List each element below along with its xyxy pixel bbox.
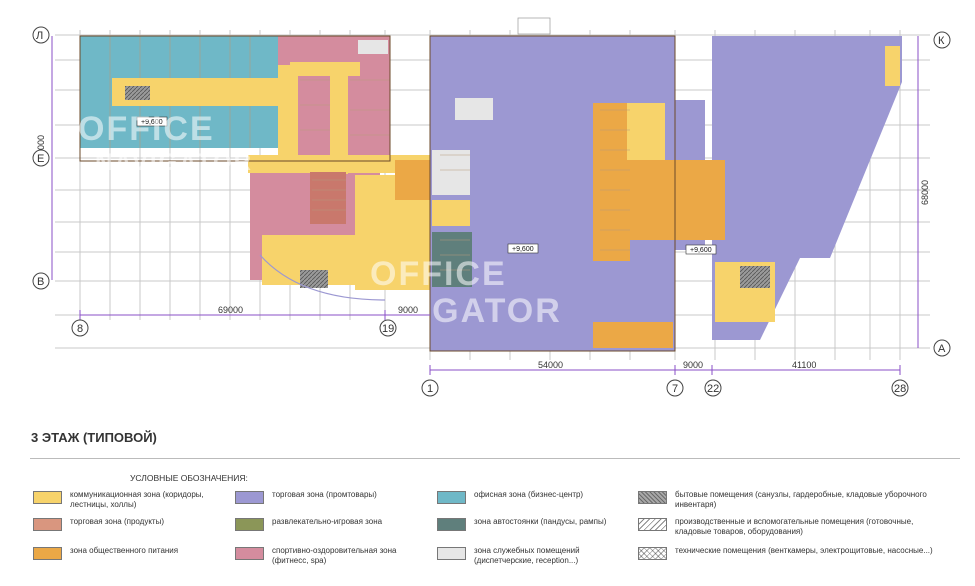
legend-item-retail-food: торговая зона (продукты) — [33, 517, 228, 531]
legend-swatch — [33, 491, 62, 504]
parking-ramp — [432, 232, 472, 287]
roof-vent — [517, 17, 551, 35]
axis-markers: Л Е В К А 8 19 1 7 22 28 — [32, 26, 951, 397]
dim-54000-bottom: 54000 — [538, 360, 563, 370]
legend-item-office: офисная зона (бизнес-центр) — [437, 490, 632, 504]
svg-text:OFFICE: OFFICE — [78, 110, 215, 148]
central-block — [429, 17, 902, 352]
dim-69000: 69000 — [218, 305, 243, 315]
stair-block — [310, 172, 346, 224]
legend-swatch — [437, 547, 466, 560]
axis-col-8: 8 — [77, 323, 83, 335]
legend-swatch — [235, 491, 264, 504]
east-wc — [740, 266, 770, 288]
axis-col-7: 7 — [672, 383, 678, 395]
axis-row-a: А — [938, 343, 946, 355]
tech-room-top — [358, 40, 388, 54]
legend-item-food-court: зона общественного питания — [33, 546, 228, 560]
legend-swatch — [638, 491, 667, 504]
axis-row-l: Л — [36, 30, 43, 42]
retail-zone-east — [712, 36, 902, 258]
svg-text:OFFICE: OFFICE — [370, 255, 507, 293]
legend-title: УСЛОВНЫЕ ОБОЗНАЧЕНИЯ: — [130, 473, 248, 483]
title-divider — [30, 458, 960, 459]
legend-item-parking: зона автостоянки (пандусы, рампы) — [437, 517, 612, 531]
food-court-center — [593, 103, 630, 261]
legend-item-communication: коммуникационная зона (коридоры, лестниц… — [33, 490, 228, 510]
legend-swatch — [235, 518, 264, 531]
elevation-markers: +9,600 +9,600 +9,600 — [136, 116, 717, 255]
legend-item-fitness: спортивно-оздоровительная зона (фитнесс,… — [235, 546, 410, 566]
legend-item-retail-goods: торговая зона (промтовары) — [235, 490, 430, 504]
axis-col-19: 19 — [382, 323, 394, 335]
legend-item-entertainment: развлекательно-игровая зона — [235, 517, 430, 531]
service-room-1 — [432, 150, 470, 195]
dim-68000: 68000 — [920, 180, 930, 205]
legend-swatch — [235, 547, 264, 560]
legend-swatch — [33, 547, 62, 560]
elevation-center: +9,600 — [512, 246, 534, 253]
corridor-center — [627, 103, 665, 160]
legend-swatch — [437, 518, 466, 531]
dim-9000-top: 9000 — [398, 305, 418, 315]
corridor-left-v — [278, 65, 298, 160]
service-stack — [455, 98, 493, 120]
svg-text:NAVIGATOR: NAVIGATOR — [95, 149, 253, 176]
axis-col-22: 22 — [707, 383, 719, 395]
elevation-left: +9,600 — [141, 119, 163, 126]
legend-swatch — [437, 491, 466, 504]
floor-title: 3 ЭТАЖ (ТИПОВОЙ) — [31, 430, 157, 445]
food-court-bottom — [593, 322, 673, 348]
dim-9000-bottom: 9000 — [683, 360, 703, 370]
tech-corner-right — [885, 46, 900, 86]
legend-item-technical: технические помещения (венткамеры, элект… — [638, 546, 943, 560]
corridor-connector — [248, 155, 430, 173]
wc-block-2 — [300, 270, 328, 288]
corridor-mid — [330, 62, 348, 174]
dimension-lines: 69000 9000 54000 54000 9000 41100 68000 — [36, 36, 930, 375]
axis-row-v: В — [37, 276, 44, 288]
legend-item-production: производственные и вспомогательные помещ… — [638, 517, 943, 537]
watermark: OFFICE NAVIGATOR OFFICE VIGATOR — [78, 110, 562, 330]
dim-41100: 41100 — [792, 360, 816, 370]
legend-swatch — [638, 518, 667, 531]
legend-item-service: зона служебных помещений (диспетчерские,… — [437, 546, 617, 566]
food-court-bridge — [395, 160, 435, 200]
legend-swatch — [33, 518, 62, 531]
atrium-arc — [259, 254, 386, 301]
dim-54000-left: 54000 — [36, 135, 46, 160]
axis-col-1: 1 — [427, 383, 433, 395]
axis-row-e: Е — [37, 153, 44, 165]
axis-row-k: К — [938, 35, 945, 47]
elevation-right: +9,600 — [690, 247, 712, 254]
floor-plan: +9,600 +9,600 +9,600 OFFICE NAVIGATOR OF… — [32, 17, 951, 397]
service-room-2 — [432, 200, 470, 226]
svg-text:VIGATOR: VIGATOR — [396, 292, 562, 330]
legend-item-household: бытовые помещения (санузлы, гардеробные,… — [638, 490, 943, 510]
corridor-top — [290, 62, 360, 76]
axis-col-28: 28 — [894, 383, 906, 395]
wc-block-1 — [125, 86, 150, 100]
left-wing — [79, 35, 435, 301]
legend-swatch — [638, 547, 667, 560]
